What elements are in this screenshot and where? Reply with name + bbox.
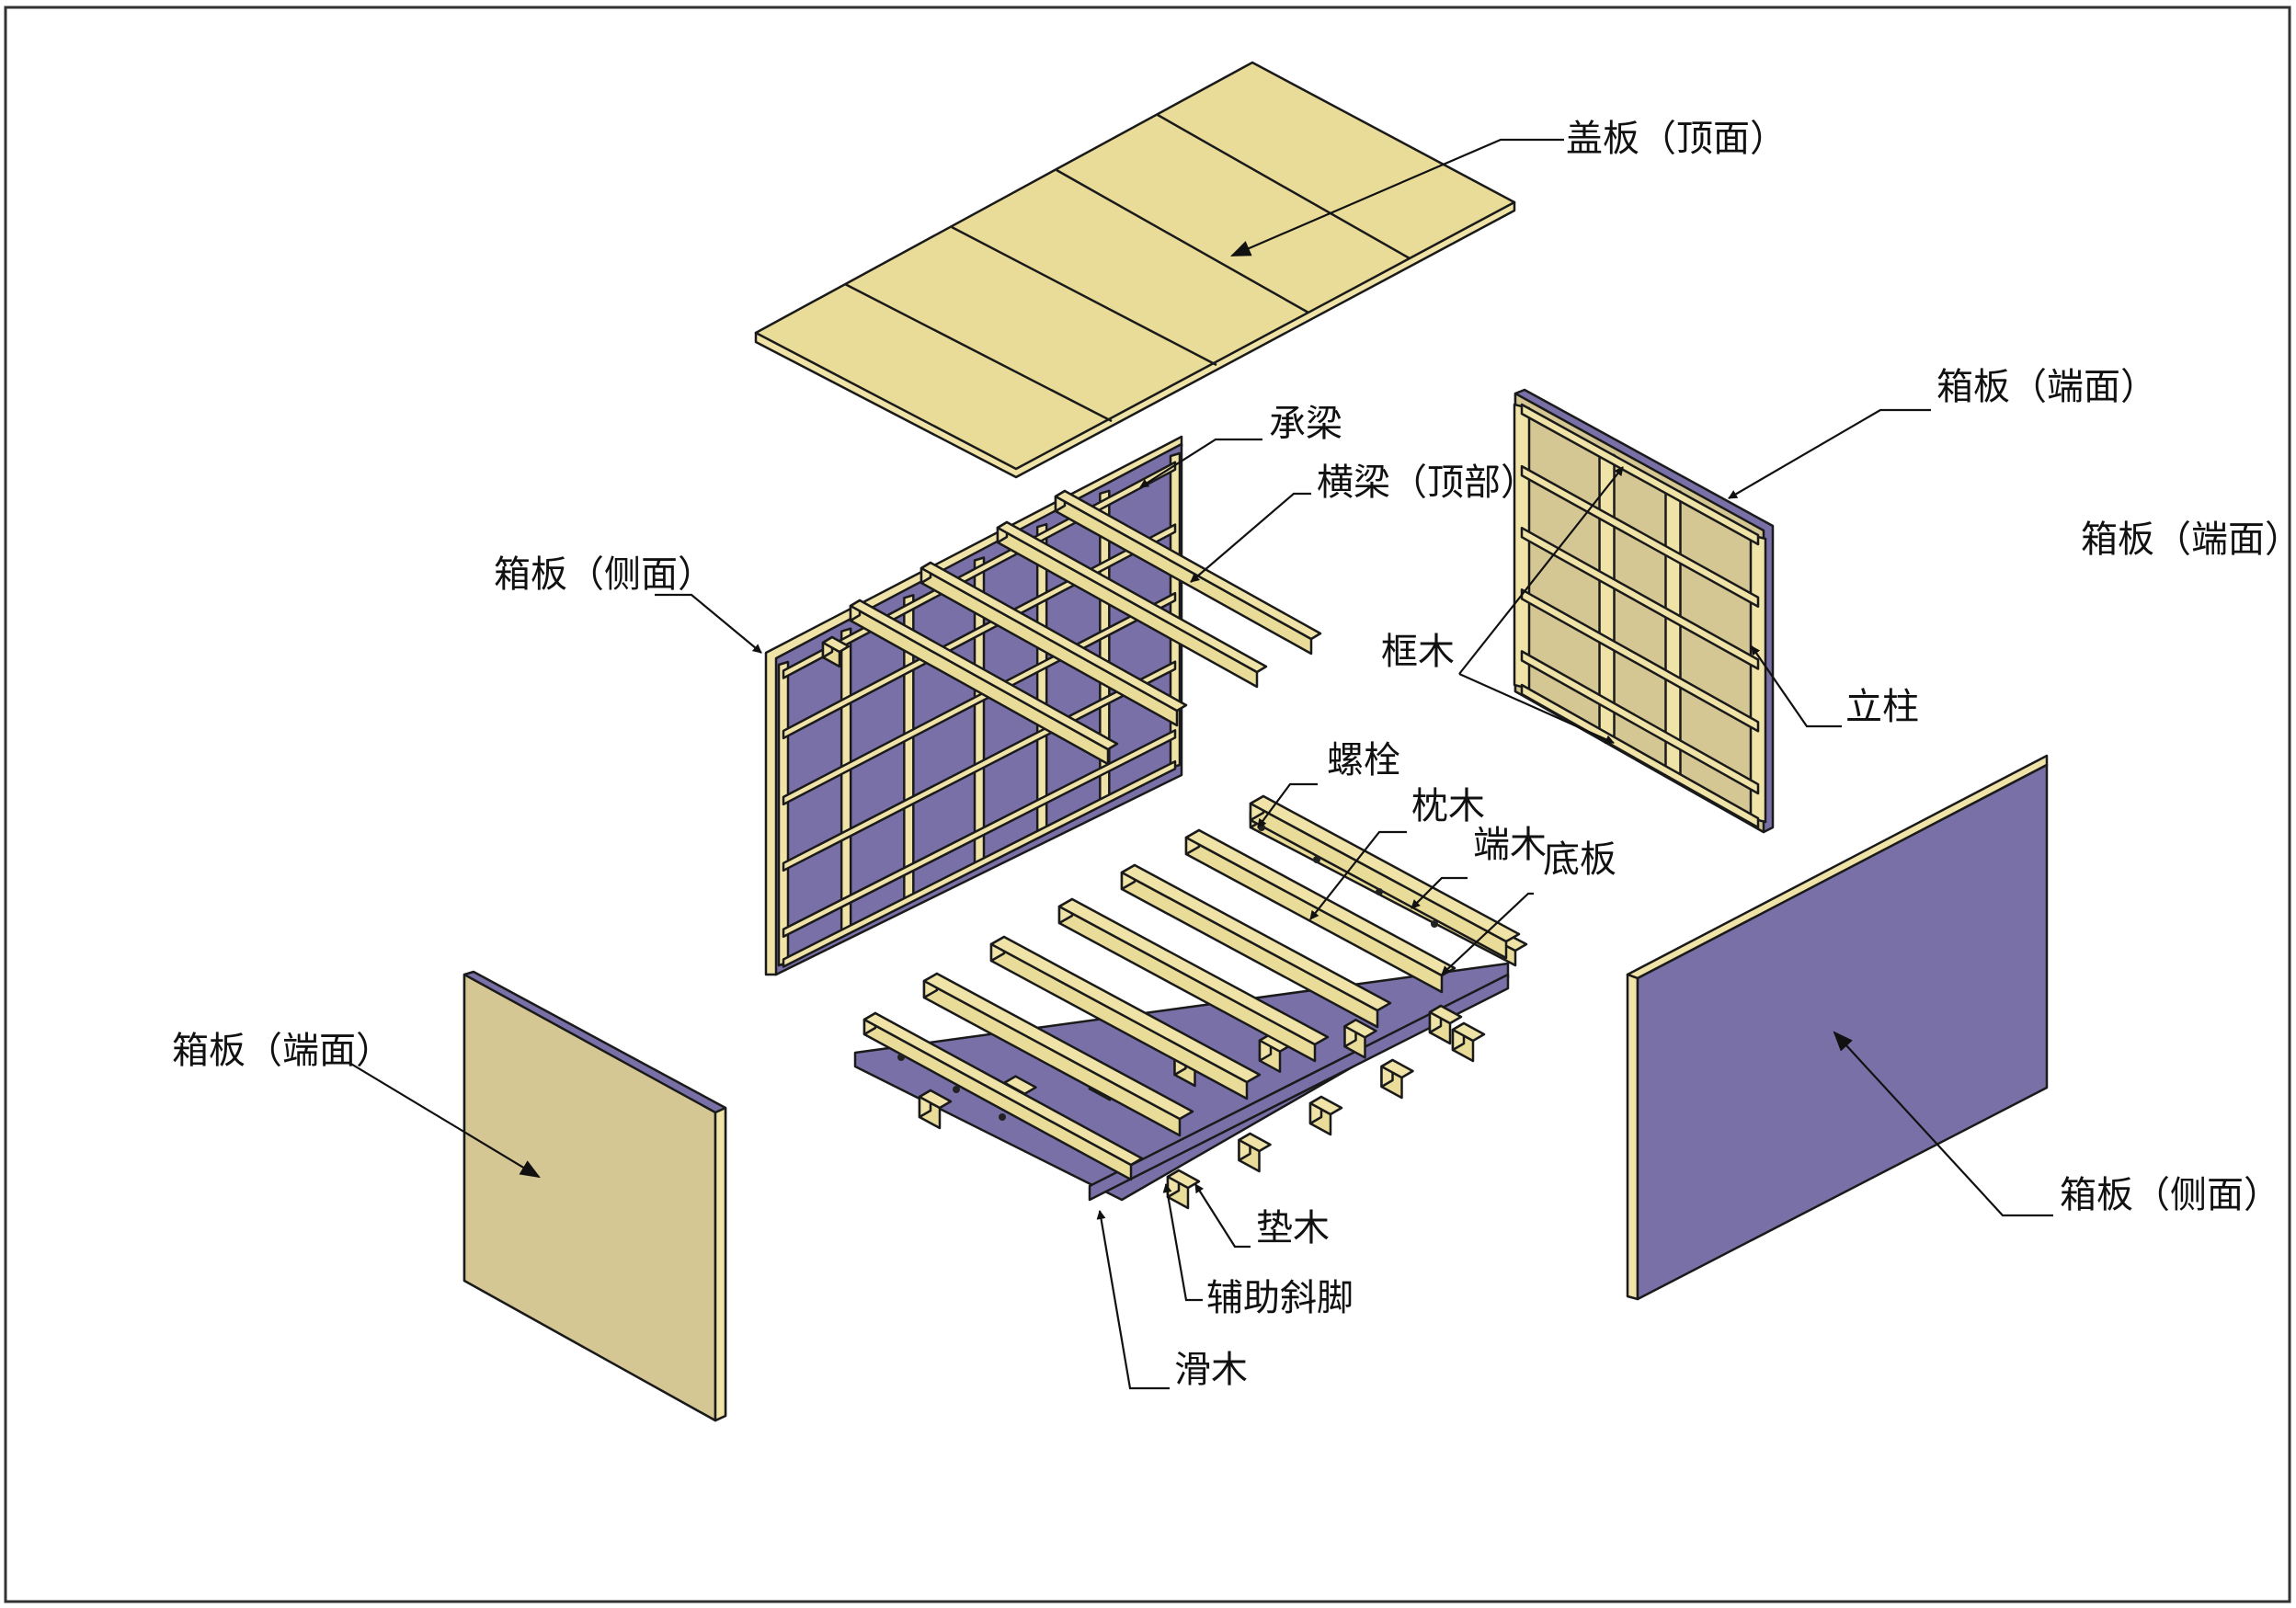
bolt-1 [1313, 856, 1320, 863]
bolt-5 [953, 1086, 960, 1093]
sleeper-4-top [1184, 828, 1456, 977]
leader-end-panel-lower [334, 1061, 541, 1179]
crate-base [853, 794, 1528, 1210]
bolt-2 [1376, 888, 1383, 895]
end-frame-rail-2 [1520, 526, 1760, 670]
top-crossbeam-1-top [920, 561, 1188, 713]
bolt-3 [1431, 920, 1438, 928]
leader-sleeper [1309, 830, 1407, 920]
sleeper-5-top [1249, 794, 1521, 943]
label-side-panel-left: 箱板（侧面） [494, 553, 714, 596]
pad-block-0-top [918, 1089, 953, 1110]
cover-seam-3 [1056, 168, 1309, 314]
pad-block-5-top [1343, 1019, 1377, 1039]
label-bearing-beam: 承梁 [1269, 403, 1342, 445]
label-end-panel-lower-left: 箱板（端面） [172, 1030, 393, 1072]
cover-seam-2 [951, 225, 1217, 367]
label-end-panel-upper-right: 箱板（端面） [1936, 366, 2157, 408]
leader-pad-wood [1194, 1183, 1251, 1249]
top-crossbeam-2-top [996, 520, 1268, 674]
leader-end-wood [1411, 876, 1468, 909]
label-pad-wood: 垫木 [1256, 1207, 1330, 1249]
top-crossbeam-3-top [1054, 489, 1322, 641]
leader-skid [1096, 1210, 1170, 1390]
end-frame-rail-5 [1520, 683, 1760, 829]
end-frame-post-0 [1513, 403, 1531, 690]
pad-block-front-3-top [1380, 1058, 1414, 1079]
leader-top-crossbeam [1190, 492, 1311, 583]
label-sleeper: 枕木 [1411, 785, 1485, 827]
leader-frame-wood-b [1458, 672, 1615, 745]
side-panel-left [764, 435, 1183, 976]
label-aux-diagonal-leg: 辅助斜脚 [1206, 1277, 1354, 1319]
bearing-beam-stub-top [821, 635, 851, 654]
label-bolt: 螺栓 [1327, 739, 1400, 781]
pad-block-front-0-top [1166, 1169, 1201, 1190]
leader-bearing-beam [1139, 438, 1262, 488]
left-frame-rail-4 [782, 729, 1177, 939]
bolt-6 [999, 1113, 1006, 1121]
top-cover-panel [754, 61, 1516, 479]
end-frame-rail-1 [1520, 464, 1760, 609]
sleeper-2-top [1057, 897, 1330, 1046]
sleeper-3-top [1120, 863, 1392, 1012]
end-frame-post-3 [1749, 533, 1767, 824]
label-end-panel-far-right: 箱板（端面） [2081, 519, 2296, 561]
leader-bolt [1257, 782, 1318, 828]
labels: 盖板（顶面） 承梁 横梁（顶部） 箱板（侧面） 箱板（端面） 箱板（端面） 框木… [172, 118, 2296, 1391]
top-crossbeam-0-top [849, 599, 1119, 751]
cover-seam-4 [1157, 113, 1411, 260]
end-frame-rail-4 [1520, 650, 1760, 795]
leader-top-cover [1229, 138, 1564, 257]
leader-side-panel-right [1833, 1031, 2053, 1217]
base-skid-frame [853, 962, 1510, 1202]
label-side-panel-right: 箱板（侧面） [2060, 1174, 2280, 1216]
end-wood-left-top [862, 1011, 1144, 1167]
left-frame-post-1 [840, 627, 852, 935]
label-end-wood: 端木 [1473, 824, 1547, 866]
side-panel-right-face [1636, 763, 2049, 1301]
leader-aux-leg [1162, 1183, 1203, 1302]
label-top-cover: 盖板（顶面） [1566, 118, 1787, 160]
leader-floor-board [1441, 892, 1534, 975]
cover-seam-1 [844, 282, 1113, 423]
sleeper-1-top [989, 935, 1262, 1084]
bolt-4 [897, 1054, 905, 1061]
left-frame-rail-5 [782, 759, 1177, 968]
leader-column [1751, 645, 1842, 728]
label-skid: 滑木 [1174, 1349, 1248, 1391]
side-panel-right-thick [1626, 973, 1639, 1301]
left-frame-post-4 [1035, 522, 1048, 837]
pad-block-front-2-top [1308, 1095, 1343, 1116]
end-panel-lower-left [463, 970, 727, 1422]
end-panel-upper-right [1513, 388, 1775, 834]
leader-side-panel-left [655, 593, 762, 654]
end-frame-post-2 [1664, 486, 1682, 776]
end-panel-frame [1513, 403, 1767, 829]
side-panel-right [1626, 754, 2049, 1301]
label-top-crossbeam: 横梁（顶部） [1317, 462, 1537, 504]
leader-lines [334, 138, 2053, 1390]
pad-block-front-4-top [1451, 1021, 1486, 1043]
label-frame-wood: 框木 [1381, 631, 1455, 673]
label-floor-board: 底板 [1543, 838, 1616, 881]
top-cover-face [754, 61, 1516, 471]
drawing-border [4, 6, 2291, 1603]
end-panel-lower-thick [714, 1106, 727, 1422]
leader-end-panel-upper [1728, 408, 1931, 499]
sleeper-0-top [922, 972, 1194, 1121]
label-column: 立柱 [1845, 686, 1919, 728]
base-skid-front [1088, 973, 1510, 1202]
pad-block-front-1-top [1238, 1132, 1272, 1153]
pad-block-6-top [1428, 1004, 1463, 1025]
left-frame-post-0 [777, 660, 790, 967]
end-frame-rail-0 [1520, 403, 1760, 546]
leader-frame-wood-a [1458, 466, 1624, 675]
top-crossbeams [821, 489, 1322, 766]
